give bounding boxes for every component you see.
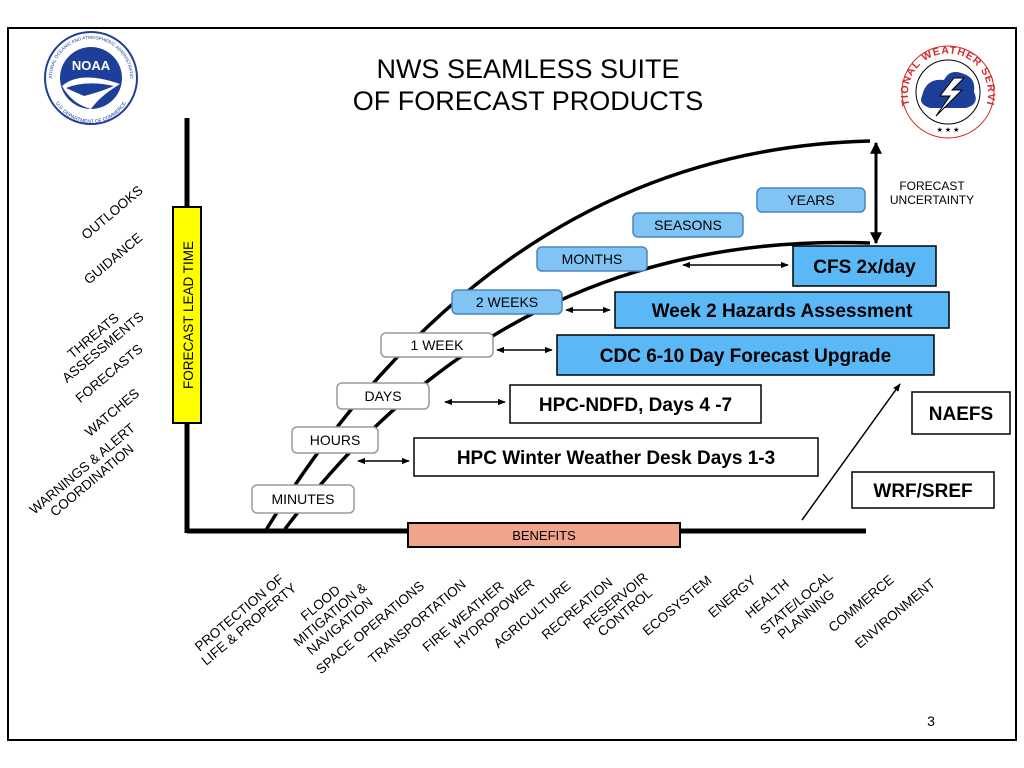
benefits-bar: [407, 522, 681, 548]
model-trend-arrow: [801, 383, 901, 521]
forecast-uncertainty-line-2: UNCERTAINTY: [890, 193, 974, 207]
time-scale-6: SEASONS: [632, 212, 744, 238]
product-box: [509, 384, 762, 424]
time-scale-0: MINUTES: [251, 484, 355, 514]
product-box: [413, 437, 819, 477]
forecast-lead-time-label: FORECAST LEAD TIME: [181, 241, 196, 389]
time-scale-label: MONTHS: [562, 251, 623, 267]
product-box: [556, 334, 935, 376]
product-box-2: CDC 6-10 Day Forecast Upgrade: [556, 334, 935, 376]
product-box-1: HPC-NDFD, Days 4 -7: [509, 384, 762, 424]
benefits-label: BENEFITS: [512, 528, 576, 543]
product-label: Week 2 Hazards Assessment: [652, 301, 914, 322]
time-scale-1: HOURS: [291, 426, 379, 454]
time-scale-box: [632, 212, 744, 238]
time-scale-label: HOURS: [310, 432, 361, 448]
noaa-logo-text: NOAA: [72, 58, 111, 73]
product-box-4: CFS 2x/day: [792, 245, 937, 287]
time-scale-5: MONTHS: [536, 246, 648, 272]
model-box-0: NAEFS: [911, 391, 1011, 435]
time-scale-label: 1 WEEK: [411, 337, 465, 353]
title-line-2: OF FORECAST PRODUCTS: [353, 86, 704, 116]
model-box: [911, 391, 1011, 435]
model-box: [851, 471, 995, 509]
time-scale-4: 2 WEEKS: [451, 289, 563, 315]
time-scale-box: [336, 382, 430, 410]
time-scale-label: SEASONS: [654, 217, 722, 233]
product-box: [614, 291, 950, 329]
nws-stars-icon: ★ ★ ★: [937, 126, 960, 134]
time-scale-box: [251, 484, 355, 514]
model-label: NAEFS: [929, 404, 993, 425]
forecast-uncertainty-line-1: FORECAST: [899, 179, 965, 193]
time-scale-7: YEARS: [756, 187, 866, 213]
product-label: HPC-NDFD, Days 4 -7: [539, 395, 732, 416]
product-box: [792, 245, 937, 287]
time-scale-label: YEARS: [787, 192, 834, 208]
time-scale-box: [451, 289, 563, 315]
model-label: WRF/SREF: [873, 481, 972, 502]
time-scale-2: DAYS: [336, 382, 430, 410]
time-scale-box: [756, 187, 866, 213]
time-scale-box: [291, 426, 379, 454]
title-line-1: NWS SEAMLESS SUITE: [376, 54, 679, 84]
time-scale-label: MINUTES: [272, 491, 335, 507]
forecast-lead-time-box: [172, 206, 202, 424]
product-label: HPC Winter Weather Desk Days 1-3: [457, 448, 775, 469]
product-label: CFS 2x/day: [813, 257, 916, 278]
time-scale-box: [536, 246, 648, 272]
product-label: CDC 6-10 Day Forecast Upgrade: [600, 346, 891, 367]
time-scale-label: DAYS: [364, 388, 401, 404]
time-scale-box: [380, 332, 494, 358]
time-scale-3: 1 WEEK: [380, 332, 494, 358]
product-box-3: Week 2 Hazards Assessment: [614, 291, 950, 329]
page-number: 3: [927, 713, 935, 729]
time-scale-label: 2 WEEKS: [476, 294, 538, 310]
product-box-0: HPC Winter Weather Desk Days 1-3: [413, 437, 819, 477]
model-box-1: WRF/SREF: [851, 471, 995, 509]
